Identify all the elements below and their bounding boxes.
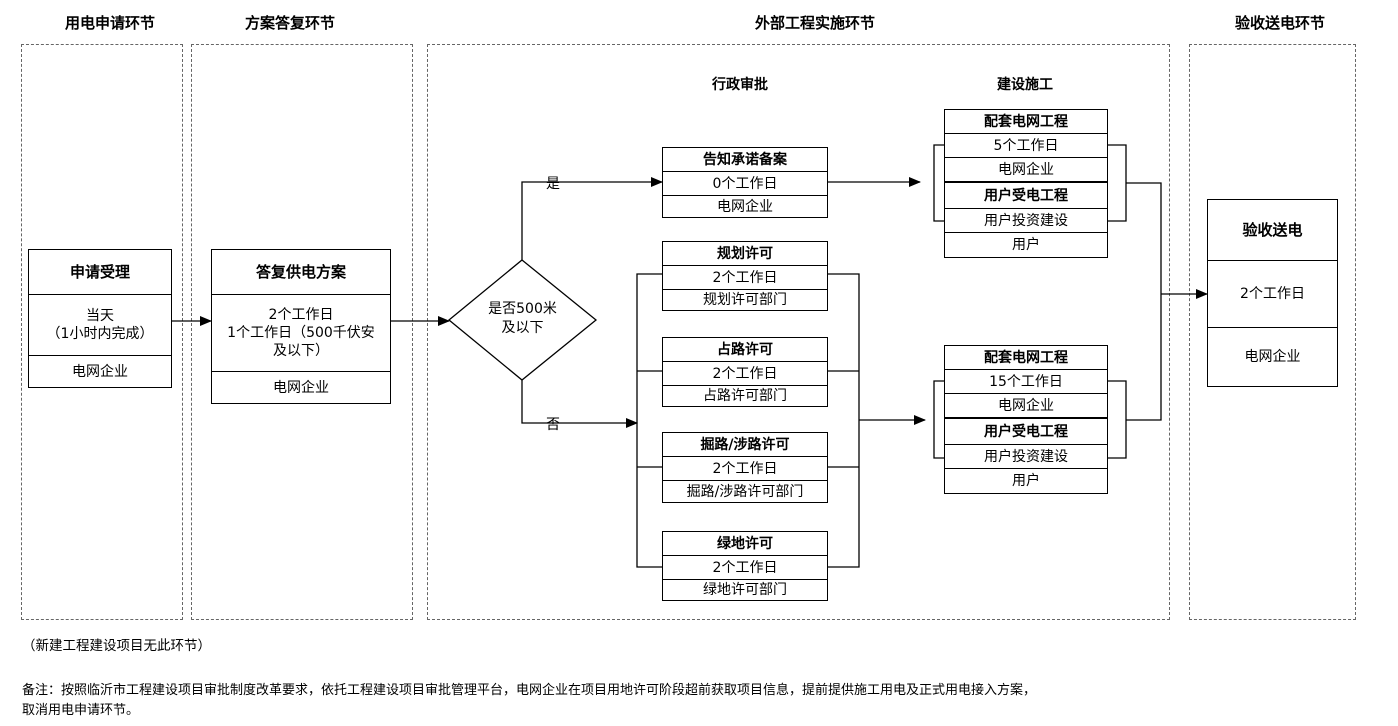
section-frame-plan (191, 44, 413, 620)
permits-left-bracket (636, 273, 662, 568)
subsection-title-construction: 建设施工 (997, 77, 1053, 93)
permit-title: 规划许可 (717, 245, 773, 262)
permit-org: 绿地许可部门 (663, 579, 827, 600)
arrow-no (521, 380, 638, 428)
section-frame-accept (1189, 44, 1356, 620)
apply-box-org: 电网企业 (29, 355, 171, 387)
permit-org: 占路许可部门 (663, 385, 827, 406)
plan-box: 答复供电方案 2个工作日 1个工作日（500千伏安 及以下） 电网企业 (211, 249, 391, 404)
subsection-title-admin: 行政审批 (712, 77, 768, 93)
notify-box-title: 告知承诺备案 (703, 151, 787, 168)
permit-time: 2个工作日 (663, 265, 827, 289)
apply-box-title: 申请受理 (69, 263, 130, 281)
grid-project-org: 电网企业 (945, 157, 1107, 181)
user-project-org: 用户 (945, 232, 1107, 257)
permit-time: 2个工作日 (663, 555, 827, 579)
section-title-apply: 用电申请环节 (64, 14, 155, 32)
permit-org: 掘路/涉路许可部门 (663, 480, 827, 502)
plan-box-time: 2个工作日 1个工作日（500千伏安 及以下） (212, 294, 390, 371)
build-box-top: 配套电网工程 5个工作日 电网企业 用户受电工程 用户投资建设 用户 (944, 109, 1108, 258)
notify-box-org: 电网企业 (663, 195, 827, 217)
permit-title: 占路许可 (717, 341, 773, 358)
permit-org: 规划许可部门 (663, 289, 827, 310)
section-frame-apply (21, 44, 183, 620)
notify-box: 告知承诺备案 0个工作日 电网企业 (662, 147, 828, 218)
accept-box-time: 2个工作日 (1208, 260, 1337, 327)
accept-box: 验收送电 2个工作日 电网企业 (1207, 199, 1338, 387)
permit-title: 掘路/涉路许可 (700, 436, 790, 453)
accept-box-org: 电网企业 (1208, 327, 1337, 386)
grid-project-title: 配套电网工程 (984, 113, 1068, 130)
apply-box-time: 当天 （1小时内完成） (29, 294, 171, 355)
arrow-yes (521, 177, 663, 260)
permit-box-road-excavation: 掘路/涉路许可 2个工作日 掘路/涉路许可部门 (662, 432, 828, 503)
grid-project-time: 5个工作日 (945, 133, 1107, 157)
grid-project-org: 电网企业 (945, 393, 1107, 417)
remark-line-2: 取消用电申请环节。 (22, 703, 140, 718)
decision-yes-label: 是 (546, 176, 560, 192)
section-title-plan: 方案答复环节 (244, 14, 335, 32)
grid-project-time: 15个工作日 (945, 369, 1107, 393)
permits-right-bracket (828, 273, 860, 568)
accept-box-title: 验收送电 (1242, 221, 1303, 239)
decision-text: 是否500米 及以下 (488, 301, 557, 336)
build-box-bottom: 配套电网工程 15个工作日 电网企业 用户受电工程 用户投资建设 用户 (944, 345, 1108, 494)
plan-box-title: 答复供电方案 (255, 263, 346, 281)
notify-box-time: 0个工作日 (663, 171, 827, 195)
user-project-title: 用户受电工程 (945, 417, 1107, 444)
section-title-external: 外部工程实施环节 (754, 14, 875, 32)
permit-box-greenland: 绿地许可 2个工作日 绿地许可部门 (662, 531, 828, 601)
decision-no-label: 否 (546, 417, 560, 433)
user-project-title: 用户受电工程 (945, 181, 1107, 208)
user-project-invest: 用户投资建设 (945, 444, 1107, 468)
apply-box: 申请受理 当天 （1小时内完成） 电网企业 (28, 249, 172, 388)
permit-box-road-occupy: 占路许可 2个工作日 占路许可部门 (662, 337, 828, 407)
grid-project-title: 配套电网工程 (984, 349, 1068, 366)
permit-time: 2个工作日 (663, 456, 827, 480)
section-frame-external (427, 44, 1170, 620)
remark-line-1: 备注：按照临沂市工程建设项目审批制度改革要求，依托工程建设项目审批管理平台，电网… (22, 683, 1037, 698)
user-project-invest: 用户投资建设 (945, 208, 1107, 232)
permit-title: 绿地许可 (717, 535, 773, 552)
permit-time: 2个工作日 (663, 361, 827, 385)
permit-box-planning: 规划许可 2个工作日 规划许可部门 (662, 241, 828, 311)
plan-box-org: 电网企业 (212, 371, 390, 403)
section-title-accept: 验收送电环节 (1234, 14, 1325, 32)
user-project-org: 用户 (945, 468, 1107, 493)
new-project-note: （新建工程建设项目无此环节） (22, 638, 211, 654)
